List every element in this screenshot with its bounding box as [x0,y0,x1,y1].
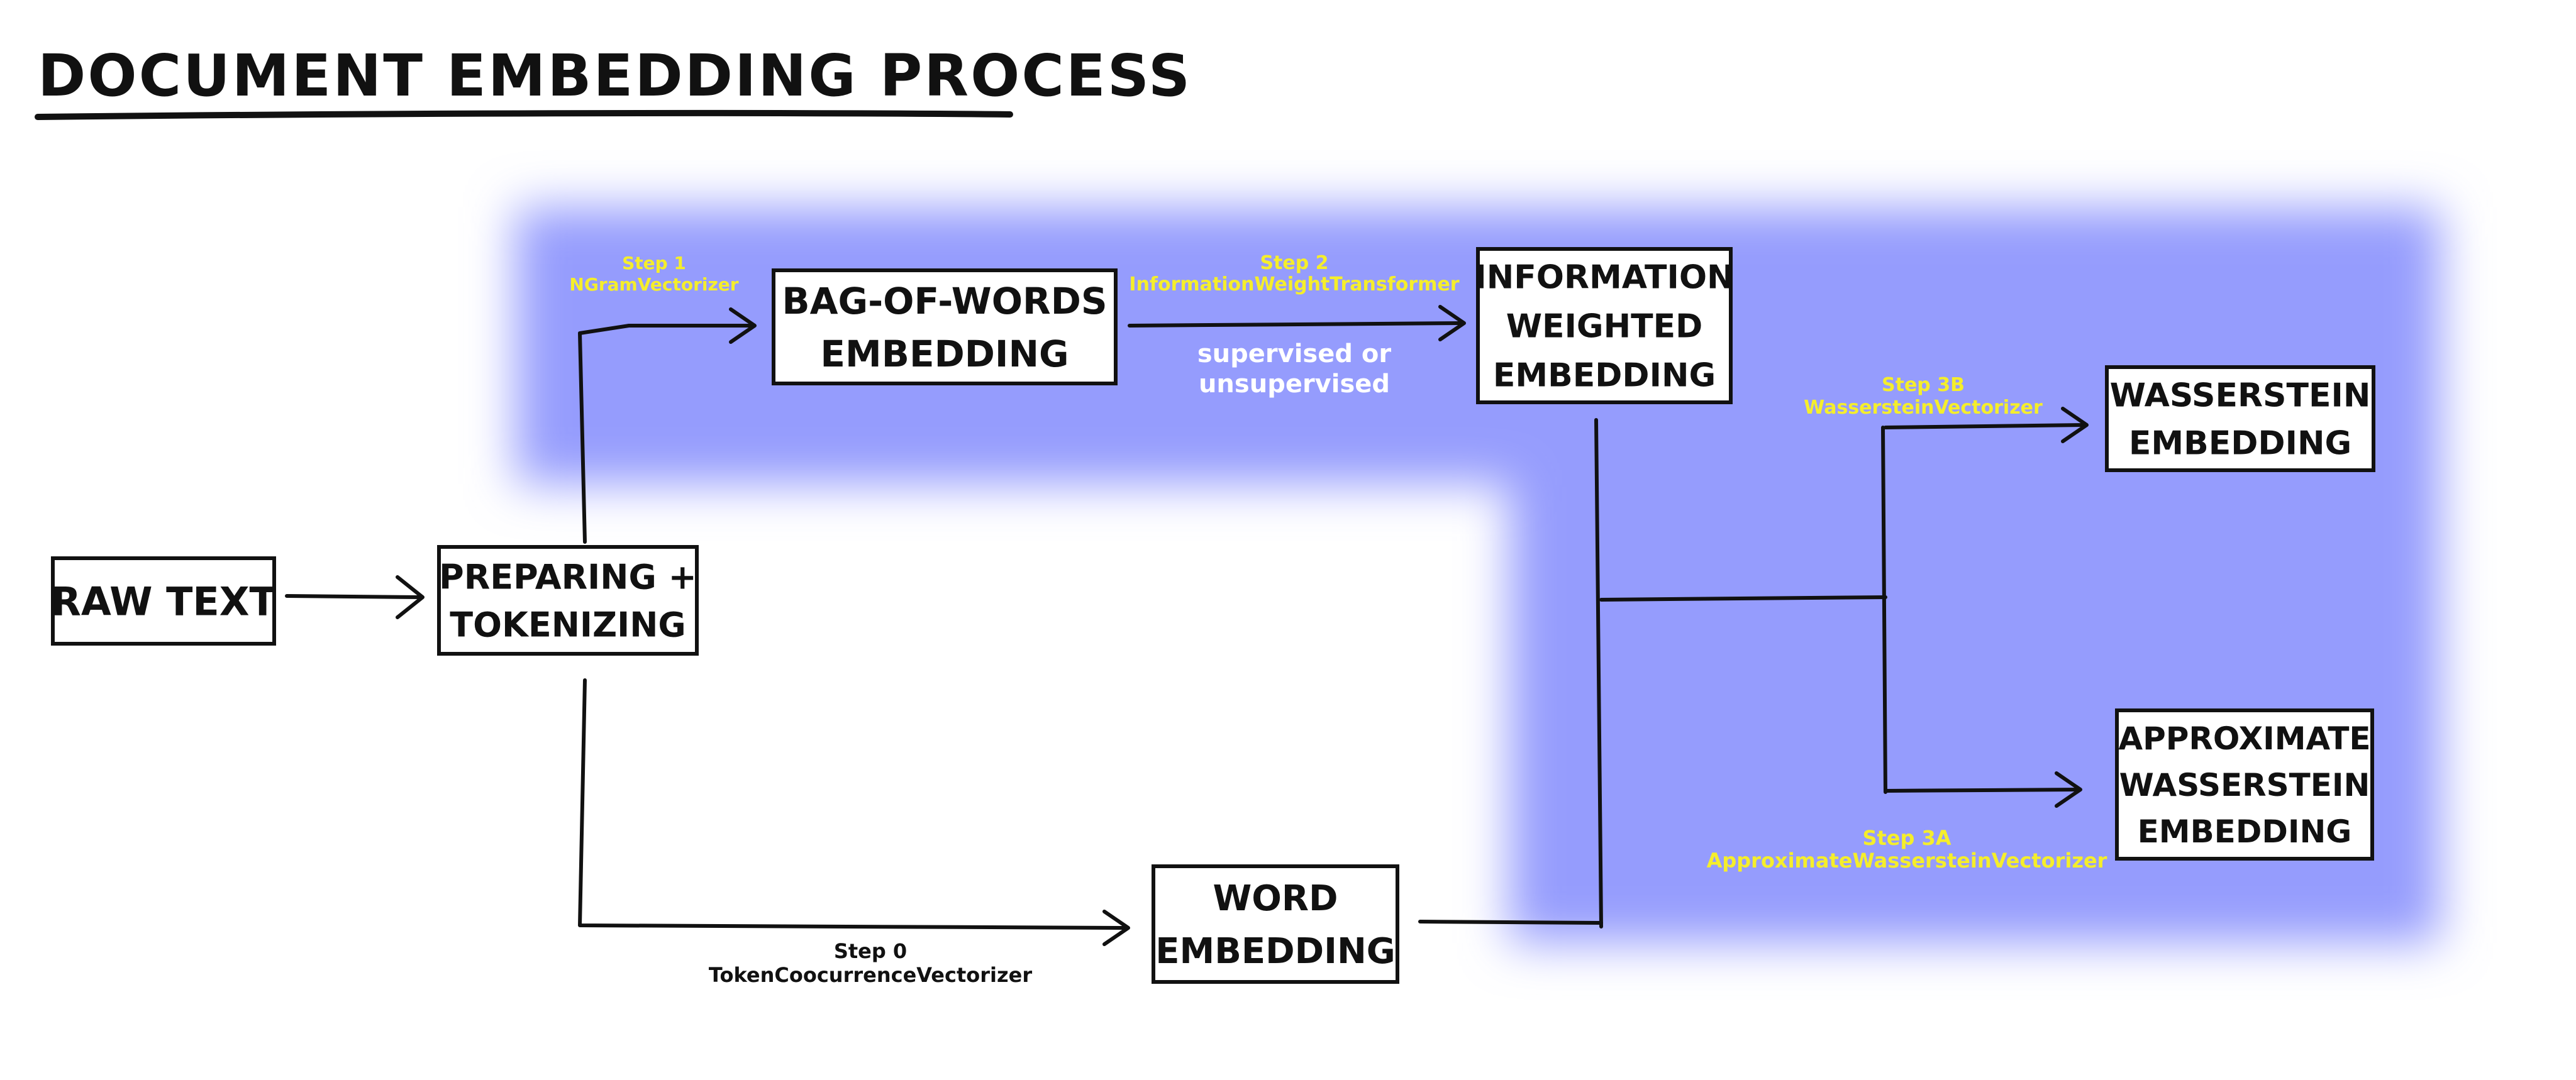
highlight-region [516,207,2440,943]
info-label-line-2: EMBEDDING [1493,357,1716,395]
step1-number: Step 1 [622,253,686,273]
line-branch-vertical [1881,426,1887,794]
arrowhead-to-bow [729,307,757,344]
node-wasserstein: WASSERSTEIN EMBEDDING [2105,365,2375,472]
node-bow: BAG-OF-WORDS EMBEDDING [772,268,1118,385]
step3a-name: ApproximateWassersteinVectorizer [1707,849,2107,873]
node-preparing: PREPARING + TOKENIZING [437,545,699,656]
arrowhead-raw-to-preparing [396,575,425,619]
node-wasserstein-label: WASSERSTEIN EMBEDDING [2110,377,2371,463]
node-info: INFORMATION WEIGHTED EMBEDDING [1474,247,1735,404]
wasserstein-label-line-0: WASSERSTEIN [2110,377,2371,415]
info-label-line-1: WEIGHTED [1506,308,1703,346]
step0-name: TokenCoocurrenceVectorizer [709,963,1032,987]
node-word: WORD EMBEDDING [1152,864,1399,984]
line-info-down [1594,418,1603,928]
supervised-note-line1: supervised or [1197,339,1392,368]
raw_text-label-line-0: RAW TEXT [51,578,276,624]
node-info-label: INFORMATION WEIGHTED EMBEDDING [1474,259,1734,395]
step1-name: NGramVectorizer [569,274,738,295]
node-approx-label: APPROXIMATE WASSERSTEIN EMBEDDING [2118,720,2370,850]
bow-label-line-1: EMBEDDING [820,333,1069,375]
word-label-line-0: WORD [1213,878,1338,919]
step3b-name: WassersteinVectorizer [1804,397,2043,419]
preparing-label-line-0: PREPARING + [439,557,697,597]
arrowhead-to-info [1438,305,1466,341]
node-approx: APPROXIMATE WASSERSTEIN EMBEDDING [2115,708,2374,861]
bow-label-line-0: BAG-OF-WORDS [782,280,1107,322]
arrow-to-approx [1884,788,2081,793]
line-preparing-up [578,324,755,544]
arrowhead-to-wasserstein [2061,407,2089,443]
node-preparing-label: PREPARING + TOKENIZING [439,557,697,644]
node-raw-text-label: RAW TEXT [51,578,276,624]
node-raw-text: RAW TEXT [51,556,276,646]
arrow-to-wasserstein [1884,423,2087,429]
step3b-number: Step 3B [1882,374,1965,396]
approx-label-line-0: APPROXIMATE [2118,720,2370,757]
arrow-bow-to-info [1128,321,1465,328]
approx-label-line-1: WASSERSTEIN [2119,767,2370,803]
title-underline [35,109,1013,120]
node-word-label: WORD EMBEDDING [1155,878,1396,972]
preparing-label-line-1: TOKENIZING [450,605,686,644]
info-label-line-0: INFORMATION [1474,259,1734,297]
line-preparing-down [578,678,1128,930]
line-word-to-merge [1418,920,1603,925]
diagram-title: DOCUMENT EMBEDDING PROCESS [38,42,1192,109]
arrowhead-to-word [1102,910,1130,946]
arrow-raw-to-preparing [285,594,422,599]
arrowhead-to-approx [2055,771,2082,808]
approx-label-line-2: EMBEDDING [2138,813,2352,850]
step2-name: InformationWeightTransformer [1129,273,1459,295]
node-bow-label: BAG-OF-WORDS EMBEDDING [782,280,1107,375]
wasserstein-label-line-1: EMBEDDING [2129,425,2351,463]
supervised-note-line2: unsupervised [1199,370,1390,399]
word-label-line-1: EMBEDDING [1155,931,1396,972]
step2-number: Step 2 [1260,252,1328,274]
line-merge-horizontal [1599,595,1887,602]
step3a-number: Step 3A [1862,826,1951,850]
step0-number: Step 0 [834,939,907,963]
